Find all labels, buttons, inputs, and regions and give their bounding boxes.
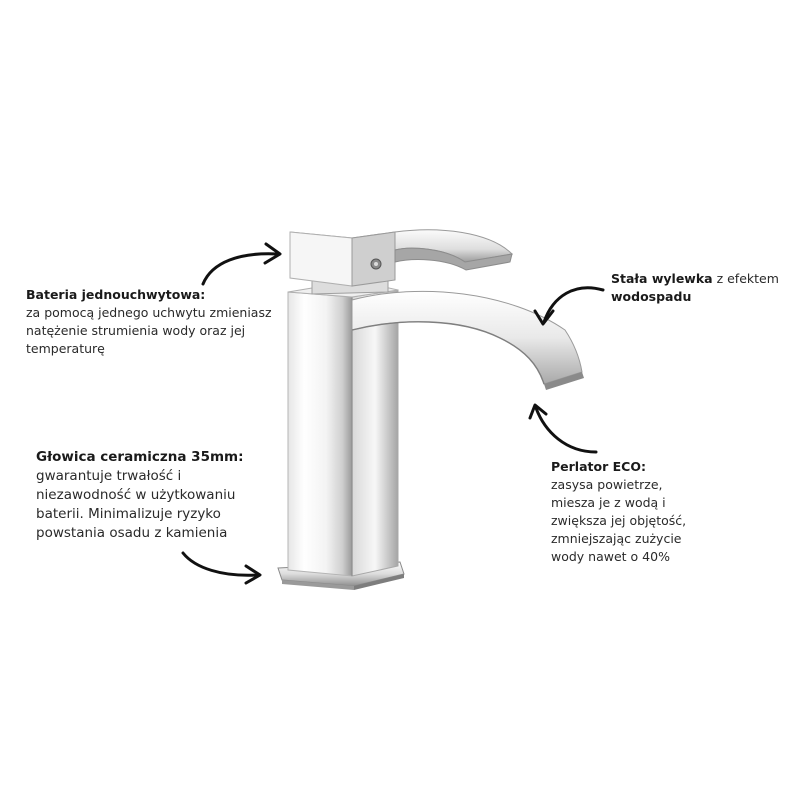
annotation-line: wodospadu [611, 289, 692, 304]
curved-arrow-icon [201, 242, 282, 286]
annotation-title-rest: z efektem [712, 271, 779, 286]
annotation-title: Bateria jednouchwytowa: [26, 287, 206, 302]
annotation-title: Perlator ECO: [551, 459, 646, 474]
annotation-line: zwiększa jej objętość, [551, 513, 687, 528]
annotation-line: temperaturę [26, 341, 105, 356]
annotation-title: Stała wylewka [611, 271, 713, 286]
annotation-title: Głowica ceramiczna 35mm: [36, 449, 244, 465]
annotation-line: natężenie strumienia wody oraz jej [26, 323, 246, 338]
annotation-line: gwarantuje trwałość i [36, 468, 182, 484]
faucet-spout [351, 290, 584, 390]
annotation-line: zmniejszając zużycie [551, 531, 682, 546]
annotation-line: wody nawet o 40% [551, 549, 670, 564]
faucet-body [287, 284, 399, 577]
annotation-eco-aerator: Perlator ECO: zasysa powietrze, miesza j… [551, 458, 711, 566]
annotation-line: zasysa powietrze, [551, 477, 663, 492]
annotation-single-lever: Bateria jednouchwytowa: za pomocą jedneg… [26, 286, 296, 358]
curved-arrow-icon [533, 286, 605, 326]
annotation-line: baterii. Minimalizuje ryzyko [36, 506, 221, 522]
lever-handle [289, 229, 514, 287]
annotation-fixed-spout: Stała wylewka z efektem wodospadu [611, 270, 791, 306]
curved-arrow-icon [181, 551, 262, 585]
curved-arrow-icon [528, 403, 598, 454]
annotation-line: za pomocą jednego uchwytu zmieniasz [26, 305, 272, 320]
annotation-line: powstania osadu z kamienia [36, 525, 228, 541]
annotation-ceramic-cartridge: Głowica ceramiczna 35mm: gwarantuje trwa… [36, 448, 266, 543]
annotation-line: miesza je z wodą i [551, 495, 666, 510]
annotation-line: niezawodność w użytkowaniu [36, 487, 236, 503]
